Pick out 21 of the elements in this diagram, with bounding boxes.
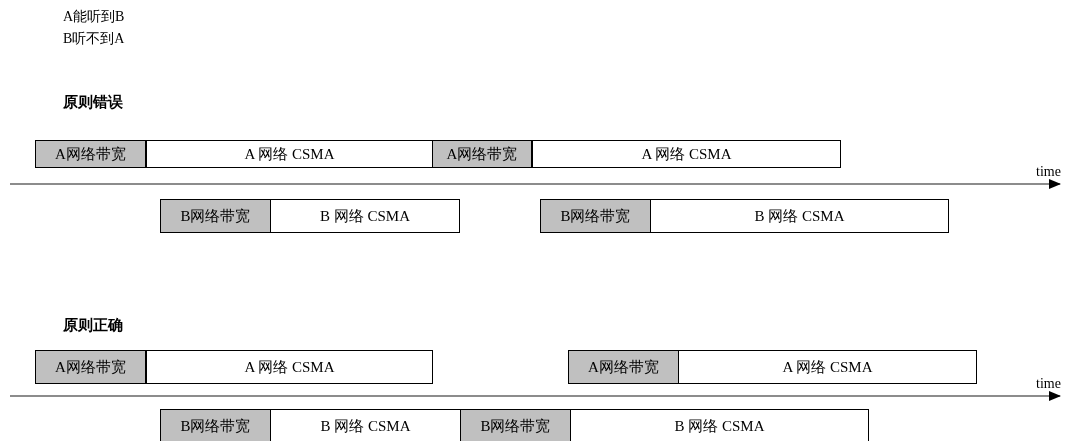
note-text: B听不到A [63,30,125,48]
csma-slot: B 网络 CSMA [650,199,949,233]
section-heading: 原则错误 [63,93,123,112]
bandwidth-slot: A网络带宽 [35,140,146,168]
csma-slot: A 网络 CSMA [532,140,841,168]
note-text: A能听到B [63,8,125,26]
bandwidth-slot: A网络带宽 [568,350,679,384]
csma-slot: B 网络 CSMA [570,409,869,441]
bandwidth-slot: B网络带宽 [540,199,651,233]
csma-slot: B 网络 CSMA [270,199,460,233]
bandwidth-slot: A网络带宽 [35,350,146,384]
csma-slot: A 网络 CSMA [146,350,433,384]
bandwidth-slot: B网络带宽 [160,199,271,233]
csma-slot: A 网络 CSMA [678,350,977,384]
bandwidth-slot: A网络带宽 [432,140,532,168]
axis-label: time [1036,164,1061,180]
axis-label: time [1036,376,1061,392]
csma-slot: A 网络 CSMA [146,140,433,168]
bandwidth-slot: B网络带宽 [160,409,271,441]
section-heading: 原则正确 [63,316,123,335]
bandwidth-slot: B网络带宽 [460,409,571,441]
